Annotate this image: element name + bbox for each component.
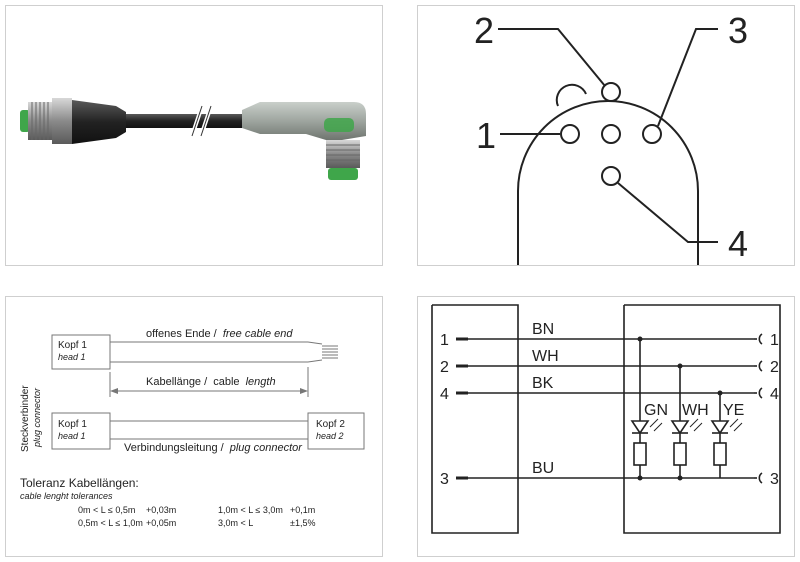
wire-label-bu: BU: [532, 460, 554, 477]
wire-label-wh: WH: [532, 348, 559, 365]
tolerance-subtitle: cable lenght tolerances: [20, 491, 113, 501]
pin-label-4: 4: [728, 223, 748, 264]
right-pin-2: 2: [770, 359, 779, 376]
pin-3: [642, 124, 662, 144]
wiring-diagram: 1 2 4 3 1 2 4 3 BN WH BK BU GN WH YE: [431, 304, 781, 534]
length-diagram: Steckverbinder plug connector Kopf 1 hea…: [20, 328, 365, 528]
head1-box-bottom: [51, 412, 111, 450]
cable-length-label: Kabellänge / cable length: [146, 376, 276, 388]
pin-label-3: 3: [728, 10, 748, 51]
connection-label: Verbindungsleitung / plug connector: [124, 442, 303, 454]
tolerance-range-0: 0m < L ≤ 0,5m: [78, 505, 135, 515]
led-label-wh: WH: [682, 402, 709, 419]
resistor-ye: [713, 442, 727, 466]
cable-length-de: Kabellänge /: [146, 376, 208, 388]
tolerance-title: Toleranz Kabellängen:: [20, 476, 139, 490]
left-pin-4: 4: [440, 386, 449, 403]
cable-length-en: cable: [213, 376, 239, 388]
head1-box-top: [51, 334, 111, 370]
led-gn-icon: [630, 420, 650, 435]
pin-center: [601, 124, 621, 144]
head2-label-en: head 2: [316, 431, 344, 441]
left-pin-3: 3: [440, 471, 449, 488]
left-pin-1: 1: [440, 332, 449, 349]
wire-label-bn: BN: [532, 321, 554, 338]
resistor-gn: [633, 442, 647, 466]
pinout-diagram: 2 3 1 4: [474, 10, 748, 265]
right-pin-3: 3: [770, 471, 779, 488]
coding-key: [555, 83, 587, 107]
pin-label-2: 2: [474, 10, 494, 51]
connection-de: Verbindungsleitung /: [124, 442, 225, 454]
connector-face-outline: [517, 100, 699, 192]
right-connector-outline: [623, 304, 781, 534]
head1-label-bottom-en: head 1: [58, 431, 86, 441]
pin-4: [601, 166, 621, 186]
tolerance-range-2: 1,0m < L ≤ 3,0m: [218, 505, 283, 515]
length-diagram-panel: Steckverbinder plug connector Kopf 1 hea…: [5, 296, 383, 557]
head1-label-top-en: head 1: [58, 352, 86, 362]
led-label-ye: YE: [723, 402, 744, 419]
cable-length-en-italic: length: [246, 376, 276, 388]
pin-1: [560, 124, 580, 144]
tolerance-value-0: +0,03m: [146, 505, 176, 515]
resistor-wh: [673, 442, 687, 466]
head2-label: Kopf 2: [316, 419, 345, 430]
pin-2: [601, 82, 621, 102]
led-wh-icon: [670, 420, 690, 435]
wiring-diagram-panel: 1 2 4 3 1 2 4 3 BN WH BK BU GN WH YE: [417, 296, 795, 557]
left-pin-2: 2: [440, 359, 449, 376]
tolerance-value-2: +0,1m: [290, 505, 315, 515]
left-connector-outline: [431, 304, 519, 534]
cable: [126, 105, 246, 137]
pin-label-1: 1: [476, 115, 496, 156]
head2-box: [307, 412, 365, 450]
led-label-gn: GN: [644, 402, 668, 419]
pinout-panel: 2 3 1 4: [417, 5, 795, 266]
free-end-en: free cable end: [223, 328, 294, 340]
head1-label-bottom: Kopf 1: [58, 419, 87, 430]
right-pin-4: 4: [770, 386, 779, 403]
free-end-label: offenes Ende / free cable end: [146, 328, 293, 340]
head1-label-top: Kopf 1: [58, 340, 87, 351]
product-photo-panel: [5, 5, 383, 266]
free-end-de: offenes Ende /: [146, 328, 218, 340]
angled-led-connector: [242, 102, 366, 180]
tolerance-value-3: ±1,5%: [290, 518, 315, 528]
side-label-en: plug connector: [32, 387, 42, 448]
wire-label-bk: BK: [532, 375, 554, 392]
tolerance-range-1: 0,5m < L ≤ 1,0m: [78, 518, 143, 528]
tolerance-value-1: +0,05m: [146, 518, 176, 528]
male-m12-connector: [20, 98, 126, 144]
cable-product-illustration: [20, 98, 366, 180]
connection-en: plug connector: [229, 442, 303, 454]
right-pin-1: 1: [770, 332, 779, 349]
led-ye-icon: [710, 420, 730, 435]
tolerance-range-3: 3,0m < L: [218, 518, 253, 528]
side-label: Steckverbinder: [20, 385, 31, 452]
